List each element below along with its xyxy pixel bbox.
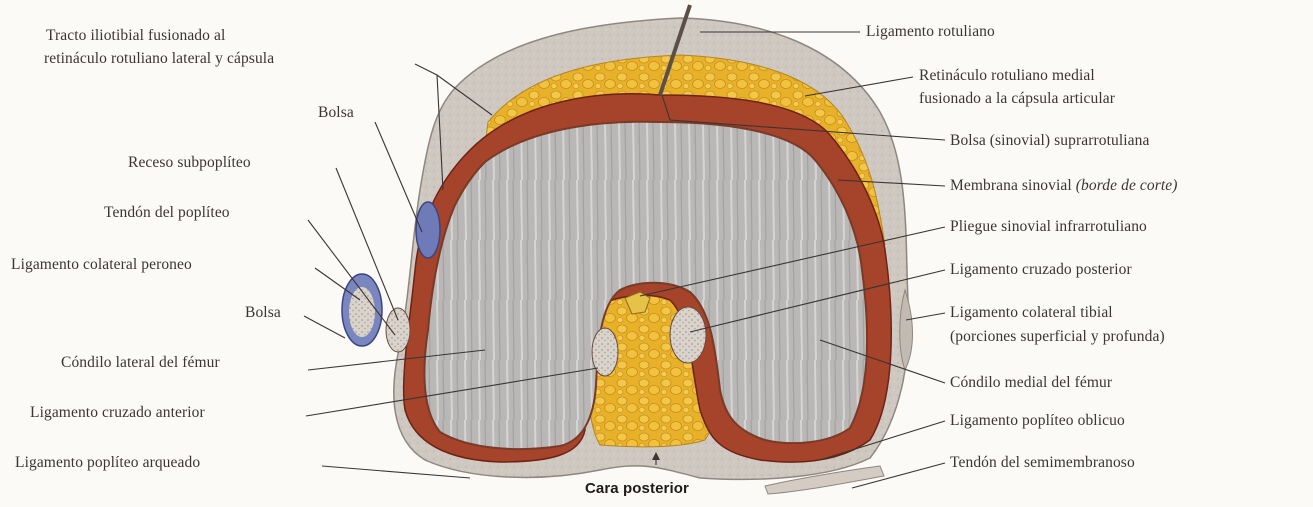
label-bolsa-suprarrotuliana: Bolsa (sinovial) suprarrotuliana: [950, 131, 1150, 150]
label-retinaculo-medial-1: Retináculo rotuliano medial: [919, 66, 1095, 85]
label-bolsa-top: Bolsa: [318, 103, 354, 122]
label-ligamento-colateral-peroneo: Ligamento colateral peroneo: [11, 255, 192, 274]
lateral-bursa-top: [416, 202, 440, 258]
label-condilo-lateral: Cóndilo lateral del fémur: [61, 353, 220, 372]
label-membrana-sinovial: Membrana sinovial (borde de corte): [950, 176, 1178, 195]
label-tracto-iliotibial-1: Tracto iliotibial fusionado al: [46, 26, 225, 45]
label-ligamento-popliteo-arqueado: Ligamento poplíteo arqueado: [15, 453, 200, 472]
label-condilo-medial: Cóndilo medial del fémur: [950, 373, 1112, 392]
label-bolsa-bottom: Bolsa: [245, 303, 281, 322]
label-tendon-semimembranoso: Tendón del semimembranoso: [950, 453, 1135, 472]
label-ligamento-rotuliano: Ligamento rotuliano: [866, 22, 995, 41]
label-ligamento-cruzado-posterior: Ligamento cruzado posterior: [950, 260, 1132, 279]
label-ligamento-colateral-tibial-1: Ligamento colateral tibial: [950, 303, 1113, 322]
popliteus-tendon: [386, 308, 410, 352]
posterior-cruciate-ligament: [670, 307, 706, 363]
label-tendon-popliteo: Tendón del poplíteo: [104, 203, 230, 222]
membrana-sinovial-note: (borde de corte): [1076, 177, 1178, 194]
label-pliegue-sinovial: Pliegue sinovial infrarrotuliano: [950, 217, 1147, 236]
label-ligamento-cruzado-anterior: Ligamento cruzado anterior: [30, 403, 205, 422]
label-receso-subpopliteo: Receso subpoplíteo: [128, 153, 251, 172]
label-tracto-iliotibial-2: retináculo rotuliano lateral y cápsula: [44, 49, 274, 68]
label-cara-posterior: Cara posterior: [585, 479, 689, 498]
membrana-sinovial-text: Membrana sinovial: [950, 177, 1076, 194]
label-ligamento-colateral-tibial-2: (porciones superficial y profunda): [950, 327, 1165, 346]
label-ligamento-popliteo-oblicuo: Ligamento poplíteo oblicuo: [950, 411, 1125, 430]
label-retinaculo-medial-2: fusionado a la cápsula articular: [919, 89, 1115, 108]
